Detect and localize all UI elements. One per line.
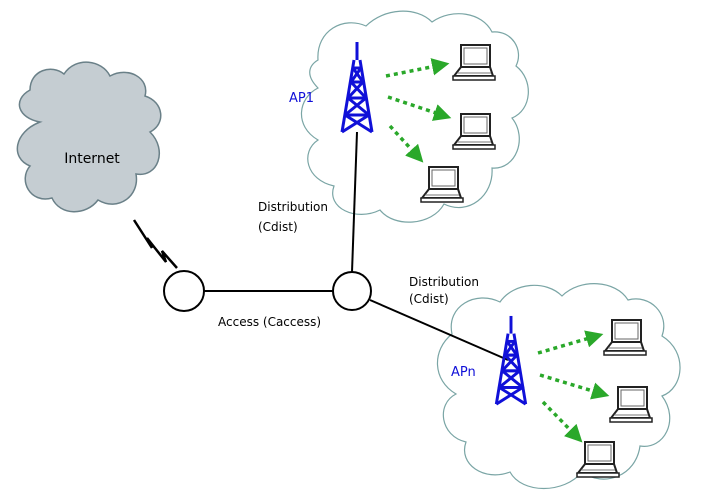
distribution-label-apn: Distribution [409, 275, 479, 289]
distribution-sublabel-apn: (Cdist) [409, 292, 449, 306]
ap1-coverage-cloud [300, 10, 529, 223]
apn-label: APn [451, 365, 476, 380]
wireless-arrow [537, 330, 604, 355]
wireless-arrow [385, 58, 450, 78]
internet-cloud: Internet [16, 61, 162, 213]
wireless-arrow [541, 400, 583, 443]
wireless-arrow [387, 95, 452, 121]
apn-group: APn [451, 314, 528, 406]
ap1-wireless-links [385, 58, 452, 163]
ap1-group: AP1 [289, 40, 374, 134]
distribution-link-apn [369, 299, 509, 361]
distribution-link-ap1 [351, 131, 358, 273]
lightning-link-icon [132, 219, 178, 269]
router-node [332, 271, 372, 311]
ap1-label: AP1 [289, 91, 314, 106]
apn-wireless-links [537, 330, 610, 443]
distribution-label-ap1: Distribution [258, 200, 328, 214]
cloud-icon [16, 61, 162, 213]
gateway-node [163, 270, 205, 312]
distribution-sublabel-ap1: (Cdist) [258, 220, 298, 234]
links [132, 131, 509, 361]
access-link-label: Access (Caccess) [218, 315, 321, 329]
internet-label: Internet [64, 151, 120, 167]
wireless-arrow [539, 373, 610, 400]
